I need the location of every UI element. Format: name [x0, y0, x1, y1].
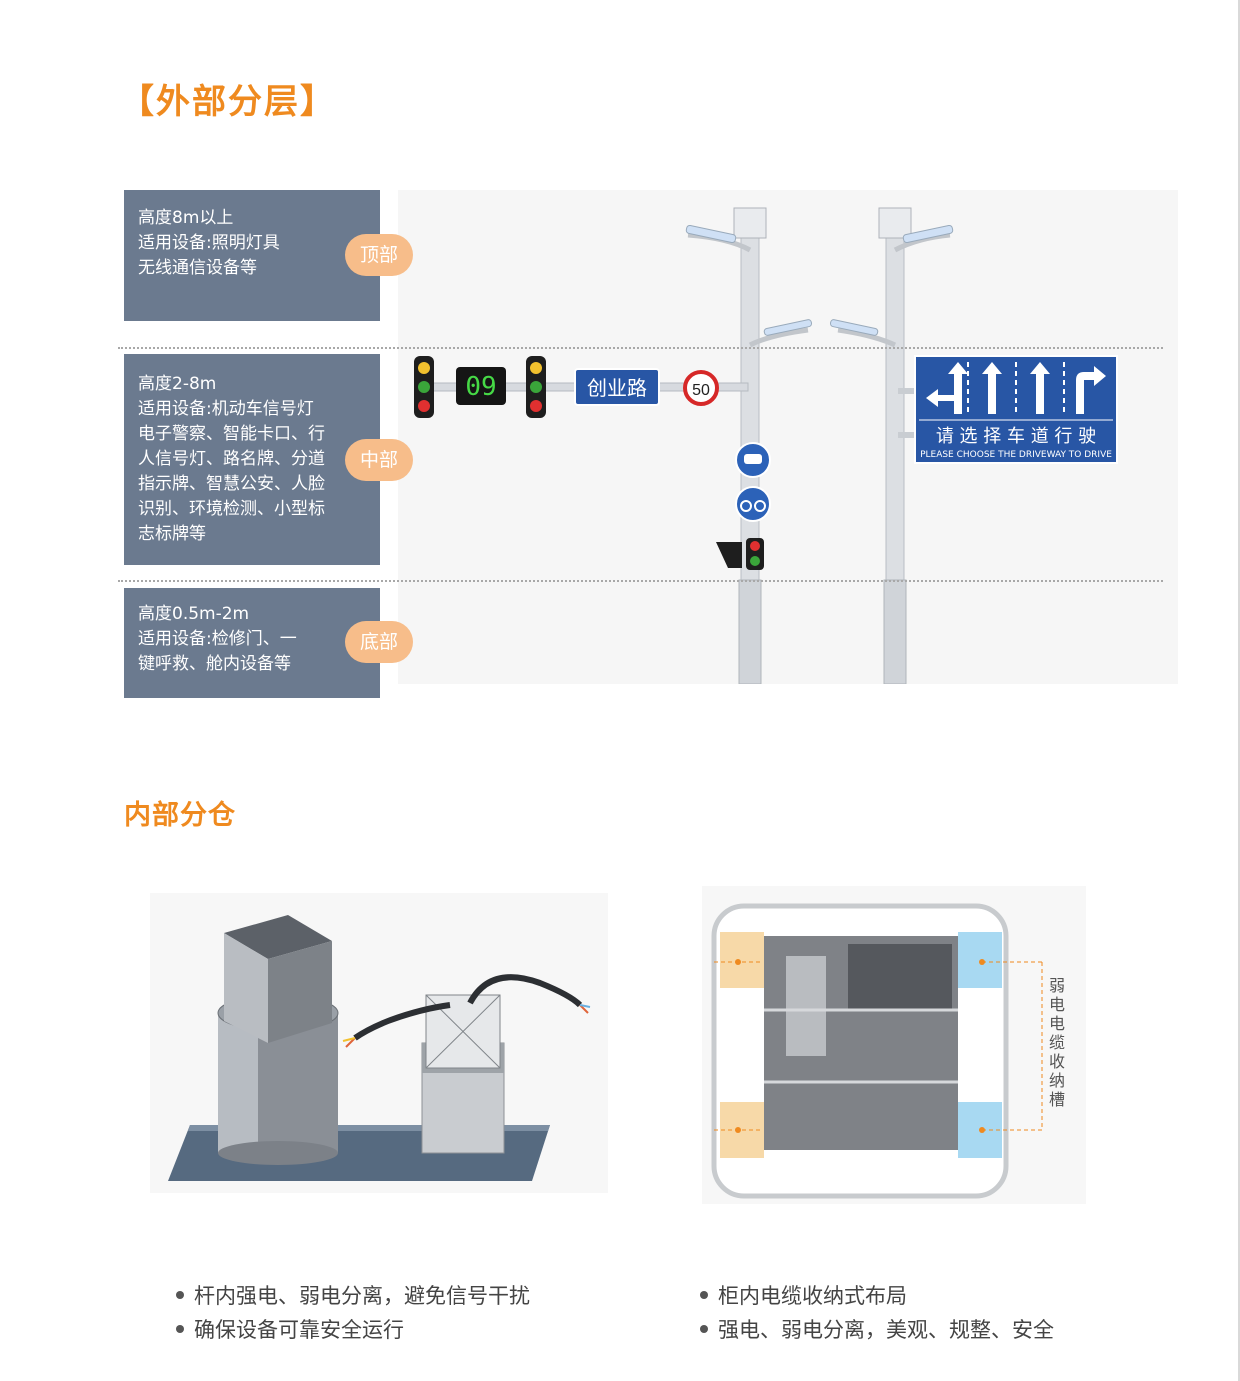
road-name-sign: [574, 368, 660, 406]
layer-tag-top: 顶部: [345, 234, 413, 276]
layer-box-middle: 高度2-8m 适用设备:机动车信号灯 电子警察、智能卡口、行 人信号灯、路名牌、…: [124, 354, 380, 565]
left-pole-base: [738, 579, 762, 684]
bullet-item: 强电、弱电分离，美观、规整、安全: [700, 1313, 1054, 1347]
layer-middle-line: 人信号灯、路名牌、分道: [138, 449, 325, 469]
page-edge-rule: [1238, 0, 1240, 1381]
left-lamp-arm-lower: [748, 327, 809, 348]
inner-square-tube-top: [224, 915, 332, 959]
left-lamp-head-lower: [763, 319, 813, 336]
layer-middle-line: 识别、环境检测、小型标: [138, 499, 325, 519]
lane-arrow-straight-2: [1030, 362, 1050, 414]
cabinet-illustration: [702, 886, 1086, 1204]
bullet-list-right: 柜内电缆收纳式布局 强电、弱电分离，美观、规整、安全: [700, 1279, 1054, 1347]
weak-cable-trough-label: 弱电电缆收纳槽: [1048, 976, 1065, 1109]
layer-divider-bottom: [118, 580, 1163, 582]
pole-compartment-illustration: [150, 893, 608, 1193]
layer-divider-top: [118, 347, 1163, 349]
layer-middle-line: 适用设备:机动车信号灯: [138, 399, 314, 419]
speed-limit-text: 50: [692, 382, 710, 399]
bullet-dot-icon: [176, 1325, 184, 1333]
cable-right: [467, 974, 583, 1008]
lane-arrow-left-straight: [948, 362, 968, 414]
right-lamp-arm-lower: [837, 327, 897, 348]
layer-bottom-line: 适用设备:检修门、一: [138, 629, 297, 649]
lane-arrow-straight-1: [982, 362, 1002, 414]
layer-bottom-line: 高度0.5m-2m: [138, 604, 250, 624]
right-lamp-arm-upper: [893, 232, 951, 253]
layer-tag-middle: 中部: [345, 439, 413, 481]
layer-box-top: 高度8m以上 适用设备:照明灯具 无线通信设备等: [124, 190, 380, 321]
layer-top-line: 适用设备:照明灯具: [138, 233, 280, 253]
right-pole-top-device: [878, 207, 912, 239]
layer-middle-line: 志标牌等: [138, 524, 206, 544]
lane-arrow-right: [1076, 366, 1106, 414]
strong-power-slot-top-left: [720, 932, 764, 988]
cabinet-terminal-block: [786, 956, 826, 1056]
layer-box-bottom: 高度0.5m-2m 适用设备:检修门、一 键呼救、舱内设备等: [124, 588, 380, 698]
countdown-digits: 09: [465, 372, 496, 402]
bullet-dot-icon: [176, 1291, 184, 1299]
layer-bottom-line: 键呼救、舱内设备等: [138, 654, 291, 674]
bullet-item: 柜内电缆收纳式布局: [700, 1279, 1054, 1313]
bullet-item: 杆内强电、弱电分离，避免信号干扰: [176, 1279, 530, 1313]
layer-middle-line: 高度2-8m: [138, 374, 217, 394]
layer-top-line: 高度8m以上: [138, 208, 234, 228]
left-pole-top-device: [733, 207, 767, 239]
layer-top-line: 无线通信设备等: [138, 258, 257, 278]
bicycle-lane-sign: [735, 486, 771, 522]
cabinet-equipment-module: [848, 944, 952, 1010]
right-lamp-head-upper: [902, 224, 954, 244]
smart-pole-illustration: 09 创业路 50 请 选 择 车 道 行 驶 PLEASE CHOOSE TH…: [414, 207, 1118, 684]
section-title-internal: 内部分仓: [124, 800, 236, 831]
cable-left: [353, 1002, 451, 1041]
layer-middle-line: 电子警察、智能卡口、行: [138, 424, 325, 444]
layer-tag-bottom: 底部: [345, 621, 413, 663]
lane-sign-en-text: PLEASE CHOOSE THE DRIVEWAY TO DRIVE: [920, 450, 1112, 460]
countdown-display: [456, 367, 506, 405]
right-pole-base: [883, 579, 907, 684]
road-name-text: 创业路: [587, 376, 647, 400]
bullet-item: 确保设备可靠安全运行: [176, 1313, 530, 1347]
speed-limit-sign: [683, 370, 719, 406]
pedestrian-signal-hood: [716, 542, 742, 568]
right-lamp-head-lower: [829, 319, 879, 336]
lane-sign-cn-text: 请 选 择 车 道 行 驶: [936, 426, 1096, 447]
bullet-list-left: 杆内强电、弱电分离，避免信号干扰 确保设备可靠安全运行: [176, 1279, 530, 1347]
layer-middle-line: 指示牌、智慧公安、人脸: [138, 474, 325, 494]
bullet-dot-icon: [700, 1291, 708, 1299]
left-lamp-head-upper: [685, 224, 737, 244]
bullet-dot-icon: [700, 1325, 708, 1333]
section-title-external: 【外部分层】: [120, 82, 336, 122]
